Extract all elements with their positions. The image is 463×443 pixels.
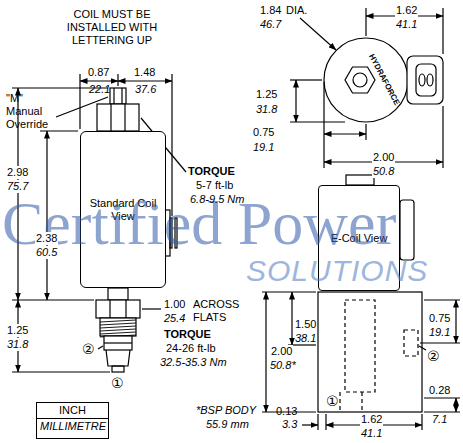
body-note: 55.9 mm (206, 418, 249, 431)
torque-spec: 24-26 ft-lb (166, 342, 216, 355)
unit-label-metric: MILLIMETRE (37, 418, 108, 434)
dimension-value: 41.1 (360, 427, 383, 440)
dimension-value: 1.25 (256, 88, 277, 101)
dimension-value: 19.1 (253, 141, 274, 154)
dimension-value: 2.98 (6, 166, 29, 179)
callout-number: ② (427, 348, 440, 364)
dimension-value: 0.87 (88, 66, 109, 79)
view-label: Standard Coil View (81, 197, 165, 223)
unit-key-box: INCHMILLIMETRE (36, 402, 109, 439)
torque-spec: TORQUE (188, 165, 235, 178)
dimension-value: 1.25 (6, 324, 29, 337)
dimension-value: 3.3 (282, 418, 297, 431)
dimension-value: 50.8 (372, 165, 395, 178)
dimension-value: 31.8 (6, 338, 29, 351)
installation-note: COIL MUST BE INSTALLED WITH LETTERING UP (62, 8, 162, 47)
dimension-value: 0.28 (428, 384, 451, 397)
dimension-value: 2.00 (270, 345, 293, 358)
dimension-value: 22.1 (89, 83, 110, 96)
dimension-note: DIA. (286, 4, 307, 17)
dimension-value: 0.13 (276, 405, 297, 418)
dimension-value: 0.75 (428, 312, 451, 325)
callout-number: ① (111, 375, 124, 391)
dimension-value: 1.84 (260, 4, 281, 17)
callout-number: ① (326, 393, 339, 409)
dimension-value: 60.5 (35, 246, 58, 259)
body-note: *BSP BODY (196, 404, 256, 417)
dimension-value: 25.4 (164, 312, 185, 325)
dimension-value: 38.1 (295, 332, 316, 345)
dimension-value: 0.75 (253, 126, 274, 139)
dimension-value: 46.7 (260, 18, 281, 31)
dimension-value: 75.7 (6, 180, 29, 193)
dimension-value: 1.62 (395, 4, 418, 17)
dimension-note: ACROSS FLATS (193, 298, 241, 324)
torque-spec: TORQUE (164, 328, 211, 341)
dimension-value: 1.50 (295, 318, 316, 331)
dimension-value: 2.00 (372, 151, 395, 164)
unit-label: INCH (37, 403, 108, 418)
dimension-value: 31.8 (256, 103, 277, 116)
callout-number: ② (82, 341, 95, 357)
dimension-value: 19.1 (428, 326, 451, 339)
dimension-value: 50.8* (269, 359, 297, 372)
dimension-value: 37.6 (135, 83, 156, 96)
view-label: E-Coil View (327, 232, 392, 245)
coil-body: E-Coil View (318, 185, 400, 291)
dimension-value: 2.38 (35, 232, 58, 245)
torque-spec: 32.5-35.3 Nm (160, 356, 227, 369)
dimension-value: 1.48 (134, 66, 155, 79)
torque-spec: 6.8-9.5 Nm (190, 193, 244, 206)
dimension-value: 1.62 (360, 413, 383, 426)
torque-spec: 5-7 ft-lb (196, 179, 233, 192)
dimension-value: 41.1 (395, 18, 418, 31)
dimension-value: 7.1 (432, 413, 447, 426)
coil-body: Standard Coil View (80, 131, 166, 288)
dimension-value: 1.00 (164, 298, 185, 311)
part-label: "M" Manual Override (6, 92, 54, 131)
